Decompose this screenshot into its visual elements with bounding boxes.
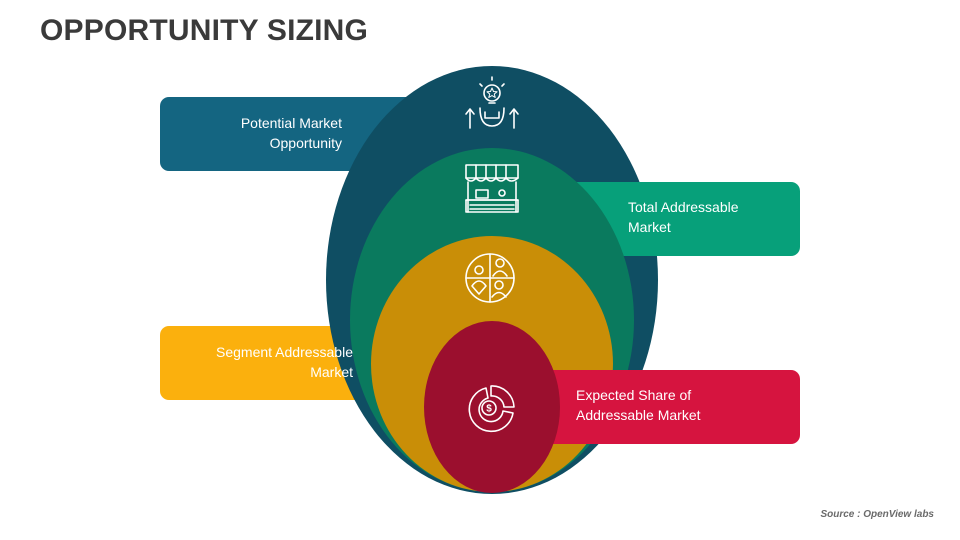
customer-segments-icon bbox=[465, 253, 515, 303]
svg-text:$: $ bbox=[486, 404, 492, 415]
expected-share-ellipse bbox=[424, 321, 560, 493]
segment-market-label: Segment Addressable Market bbox=[216, 344, 353, 380]
lightbulb-star-icon bbox=[465, 76, 519, 129]
dollar-pie-chart-icon: $ bbox=[468, 385, 515, 433]
expected-share-box bbox=[520, 370, 800, 444]
market-stall-icon bbox=[465, 164, 519, 213]
page-title: OPPORTUNITY SIZING bbox=[40, 14, 369, 47]
potential-market-label: Potential Market Opportunity bbox=[240, 115, 342, 151]
source-note: Source : OpenView labs bbox=[820, 509, 934, 520]
total-market-box bbox=[560, 182, 800, 256]
expected-share-label: Expected Share of Addressable Market bbox=[576, 387, 701, 423]
total-market-label: Total Addressable Market bbox=[628, 199, 739, 235]
